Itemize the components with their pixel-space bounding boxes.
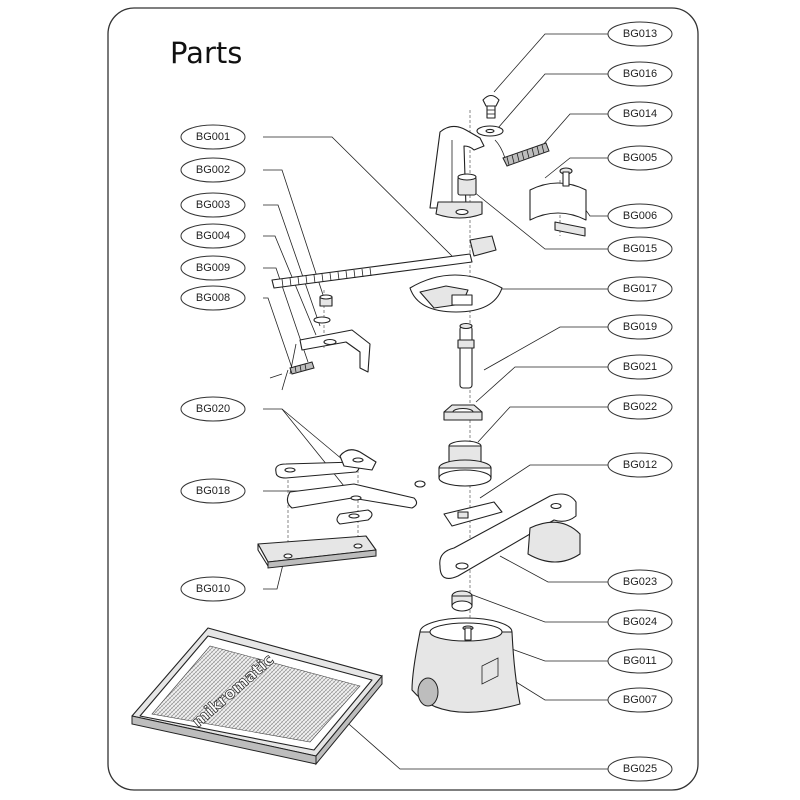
callout-bg002: BG002 bbox=[180, 157, 246, 183]
part-bg017-disc bbox=[409, 274, 503, 313]
part-bg003-washer bbox=[313, 316, 331, 324]
callout-bg018: BG018 bbox=[180, 478, 246, 504]
callout-bg004: BG004 bbox=[180, 223, 246, 249]
part-bg019-shaft bbox=[457, 322, 475, 389]
callout-bg021: BG021 bbox=[607, 354, 673, 380]
callout-bg012: BG012 bbox=[607, 452, 673, 478]
part-bg016-washer bbox=[476, 125, 504, 137]
part-bg015-arm bbox=[429, 125, 485, 219]
svg-text:BG021: BG021 bbox=[623, 361, 657, 373]
callout-bg015: BG015 bbox=[607, 236, 673, 262]
part-bg018-linkage bbox=[275, 449, 426, 525]
page-title: Parts bbox=[170, 36, 242, 70]
callout-bg025: BG025 bbox=[607, 756, 673, 782]
svg-text:BG011: BG011 bbox=[623, 655, 656, 667]
svg-text:BG015: BG015 bbox=[623, 243, 657, 255]
part-bg021-hexnut bbox=[443, 404, 483, 421]
part-bg023-lever bbox=[439, 493, 581, 579]
callout-bg010: BG010 bbox=[180, 576, 246, 602]
callout-bg006: BG006 bbox=[607, 203, 673, 229]
leader-lines bbox=[263, 33, 612, 770]
svg-text:BG005: BG005 bbox=[623, 152, 657, 164]
callout-bg016: BG016 bbox=[607, 61, 673, 87]
svg-text:BG014: BG014 bbox=[623, 108, 657, 120]
svg-text:BG006: BG006 bbox=[623, 210, 657, 222]
svg-text:BG012: BG012 bbox=[623, 459, 657, 471]
callout-bg008: BG008 bbox=[180, 285, 246, 311]
part-bg011-screw bbox=[462, 625, 474, 641]
svg-text:BG003: BG003 bbox=[196, 199, 230, 211]
svg-text:BG001: BG001 bbox=[196, 131, 230, 143]
svg-text:BG007: BG007 bbox=[623, 694, 657, 706]
svg-text:BG013: BG013 bbox=[623, 28, 657, 40]
svg-text:BG025: BG025 bbox=[623, 763, 657, 775]
callout-bg020: BG020 bbox=[180, 396, 246, 422]
svg-text:BG017: BG017 bbox=[623, 283, 657, 295]
part-bg015-nut bbox=[457, 173, 477, 196]
svg-text:BG024: BG024 bbox=[623, 616, 657, 628]
svg-text:BG022: BG022 bbox=[623, 401, 657, 413]
callout-bg019: BG019 bbox=[607, 314, 673, 340]
part-bg001-rod bbox=[271, 235, 497, 289]
part-bg008-pin bbox=[269, 369, 289, 391]
callout-bg003: BG003 bbox=[180, 192, 246, 218]
callout-bg001: BG001 bbox=[180, 124, 246, 150]
svg-text:BG023: BG023 bbox=[623, 576, 657, 588]
part-bg024-nut bbox=[451, 590, 473, 612]
svg-text:BG016: BG016 bbox=[623, 68, 657, 80]
svg-text:BG002: BG002 bbox=[196, 164, 230, 176]
part-bg006-screw bbox=[559, 167, 573, 187]
callout-bg007: BG007 bbox=[607, 687, 673, 713]
svg-text:BG020: BG020 bbox=[196, 403, 230, 415]
part-bg004-bracket bbox=[289, 329, 371, 375]
svg-text:BG018: BG018 bbox=[196, 485, 230, 497]
part-bg005-bracket bbox=[529, 182, 587, 237]
part-bg025-mat: mikromatic bbox=[131, 627, 383, 766]
part-bg014-spring bbox=[494, 139, 550, 167]
callout-bg005: BG005 bbox=[607, 145, 673, 171]
svg-text:BG010: BG010 bbox=[196, 583, 230, 595]
part-bg010-plate bbox=[257, 535, 377, 569]
callout-bg023: BG023 bbox=[607, 569, 673, 595]
svg-text:BG019: BG019 bbox=[623, 321, 657, 333]
svg-text:BG004: BG004 bbox=[196, 230, 230, 242]
part-bg009-spring bbox=[289, 361, 315, 375]
part-bg022-bushing bbox=[438, 440, 492, 487]
part-bg013-screw bbox=[482, 94, 500, 119]
callout-bg014: BG014 bbox=[607, 101, 673, 127]
svg-text:BG009: BG009 bbox=[196, 262, 230, 274]
callout-bg011: BG011 bbox=[607, 648, 673, 674]
svg-text:BG008: BG008 bbox=[196, 292, 230, 304]
callout-bg013: BG013 bbox=[607, 21, 673, 47]
callout-bg009: BG009 bbox=[180, 255, 246, 281]
part-bg002-nut bbox=[319, 294, 333, 307]
callout-bg017: BG017 bbox=[607, 276, 673, 302]
part-bg012-plate bbox=[443, 501, 503, 527]
callout-bg022: BG022 bbox=[607, 394, 673, 420]
callout-bg024: BG024 bbox=[607, 609, 673, 635]
